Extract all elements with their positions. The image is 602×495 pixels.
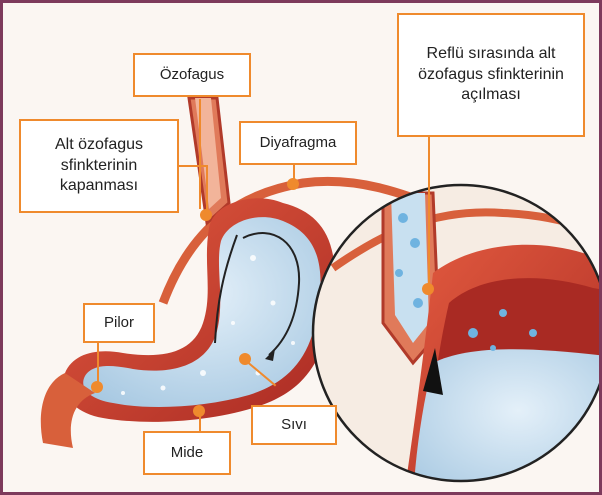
pilor-marker	[91, 381, 103, 393]
label-alt-sfinkter: Alt özofagus sfinkterinin kapanması	[19, 119, 179, 213]
sivi-marker	[239, 353, 251, 365]
label-reflu: Reflü sırasında alt özofagus sfinkterini…	[397, 13, 585, 137]
label-sivi: Sıvı	[251, 405, 337, 445]
sfinkter-marker	[200, 209, 212, 221]
label-ozofagus: Özofagus	[133, 53, 251, 97]
sfinkter-connector-h	[178, 165, 208, 167]
ozofagus-connector	[199, 99, 201, 209]
pilor-connector	[97, 341, 99, 385]
magnified-view	[303, 183, 599, 492]
label-mide: Mide	[143, 431, 231, 475]
mide-marker	[193, 405, 205, 417]
label-pilor: Pilor	[83, 303, 155, 343]
reflu-marker	[422, 283, 434, 295]
diyafragma-marker	[287, 178, 299, 190]
reflu-connector	[428, 137, 430, 287]
sfinkter-connector-v	[206, 165, 208, 213]
label-diyafragma: Diyafragma	[239, 121, 357, 165]
